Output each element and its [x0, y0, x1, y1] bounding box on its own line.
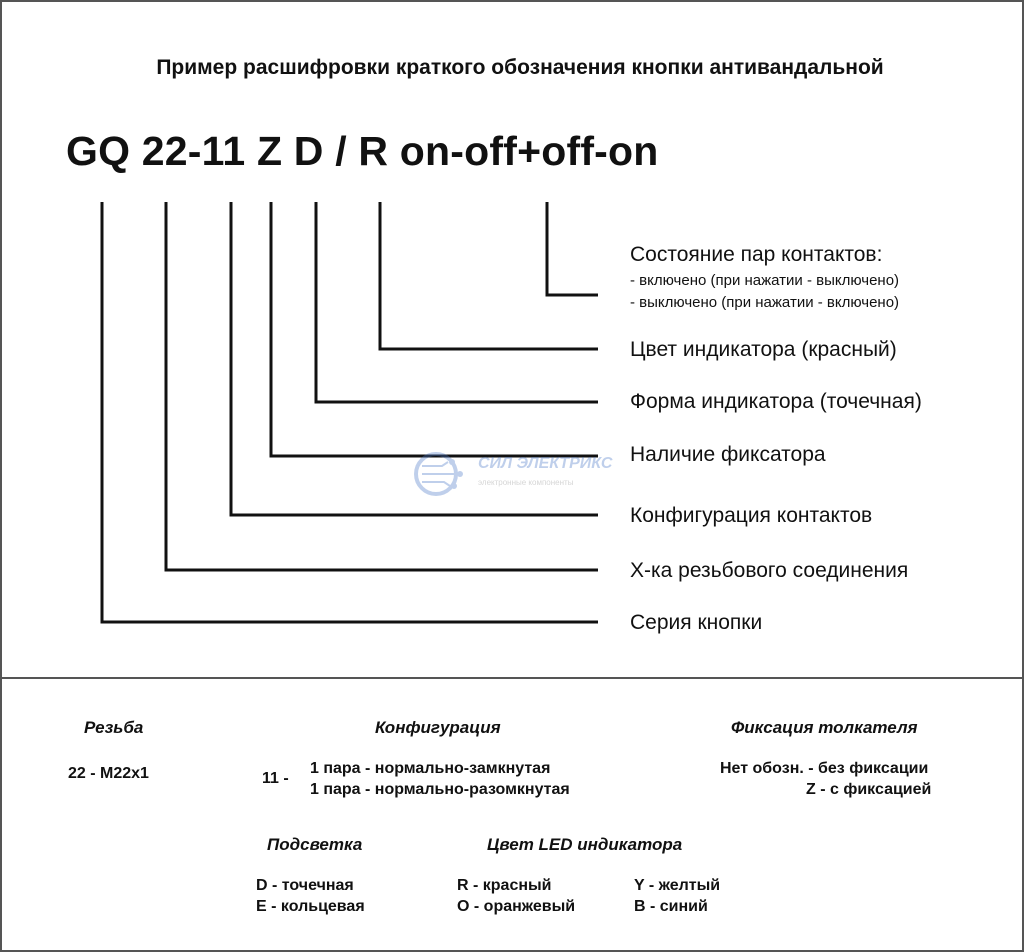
circuit-logo-icon [414, 452, 463, 496]
legend-config-line1: 1 пара - нормально-замкнутая [310, 760, 551, 777]
legend-thread-header: Резьба [84, 718, 144, 737]
legend-latch-line1: Нет обозн. - без фиксации [720, 760, 929, 777]
label-series: Серия кнопки [630, 611, 763, 634]
legend-backlight-line2: E - кольцевая [256, 898, 365, 915]
product-code: GQ 22-11 Z D / R on-off+off-on [66, 128, 659, 174]
legend-config-header: Конфигурация [375, 718, 501, 737]
legend-latch-line2: Z - с фиксацией [806, 781, 932, 798]
legend-thread-value: 22 - M22x1 [68, 765, 149, 782]
section-divider [0, 677, 1024, 679]
connector-thread [164, 202, 598, 572]
label-latch: Наличие фиксатора [630, 443, 826, 466]
connector-contacts [545, 202, 598, 297]
legend-led-y: Y - желтый [634, 877, 721, 894]
label-indicator-color: Цвет индикатора (красный) [630, 338, 897, 361]
watermark-name: СИЛ ЭЛЕКТРИКС [478, 455, 613, 472]
connector-shape [314, 202, 598, 404]
label-contacts-state-1: - включено (при нажатии - выключено) [630, 272, 900, 289]
legend-led-o: O - оранжевый [457, 898, 576, 915]
connector-color [378, 202, 598, 351]
watermark-logo: СИЛ ЭЛЕКТРИКС электронные компоненты [412, 452, 612, 501]
label-contacts-state: Состояние пар контактов: [630, 243, 883, 266]
connector-series [100, 202, 598, 624]
label-contact-config: Конфигурация контактов [630, 504, 873, 527]
legend-led-r: R - красный [457, 877, 552, 894]
legend-backlight-line1: D - точечная [256, 877, 354, 894]
connector-lines [100, 202, 598, 624]
watermark-tagline: электронные компоненты [478, 478, 574, 487]
connector-latch [269, 202, 598, 458]
legend-backlight-header: Подсветка [267, 835, 363, 854]
diagram-title: Пример расшифровки краткого обозначения … [156, 56, 884, 79]
legend-config-line2: 1 пара - нормально-разомкнутая [310, 781, 570, 798]
legend-led-b: B - синий [634, 898, 708, 915]
label-thread: Х-ка резьбового соединения [630, 559, 909, 582]
legend-config-code: 11 - [262, 770, 289, 787]
label-indicator-shape: Форма индикатора (точечная) [630, 390, 922, 413]
label-contacts-state-2: - выключено (при нажатии - включено) [630, 294, 900, 311]
connector-config [229, 202, 598, 517]
legend-led-header: Цвет LED индикатора [487, 835, 683, 854]
legend-latch-header: Фиксация толкателя [731, 718, 918, 737]
